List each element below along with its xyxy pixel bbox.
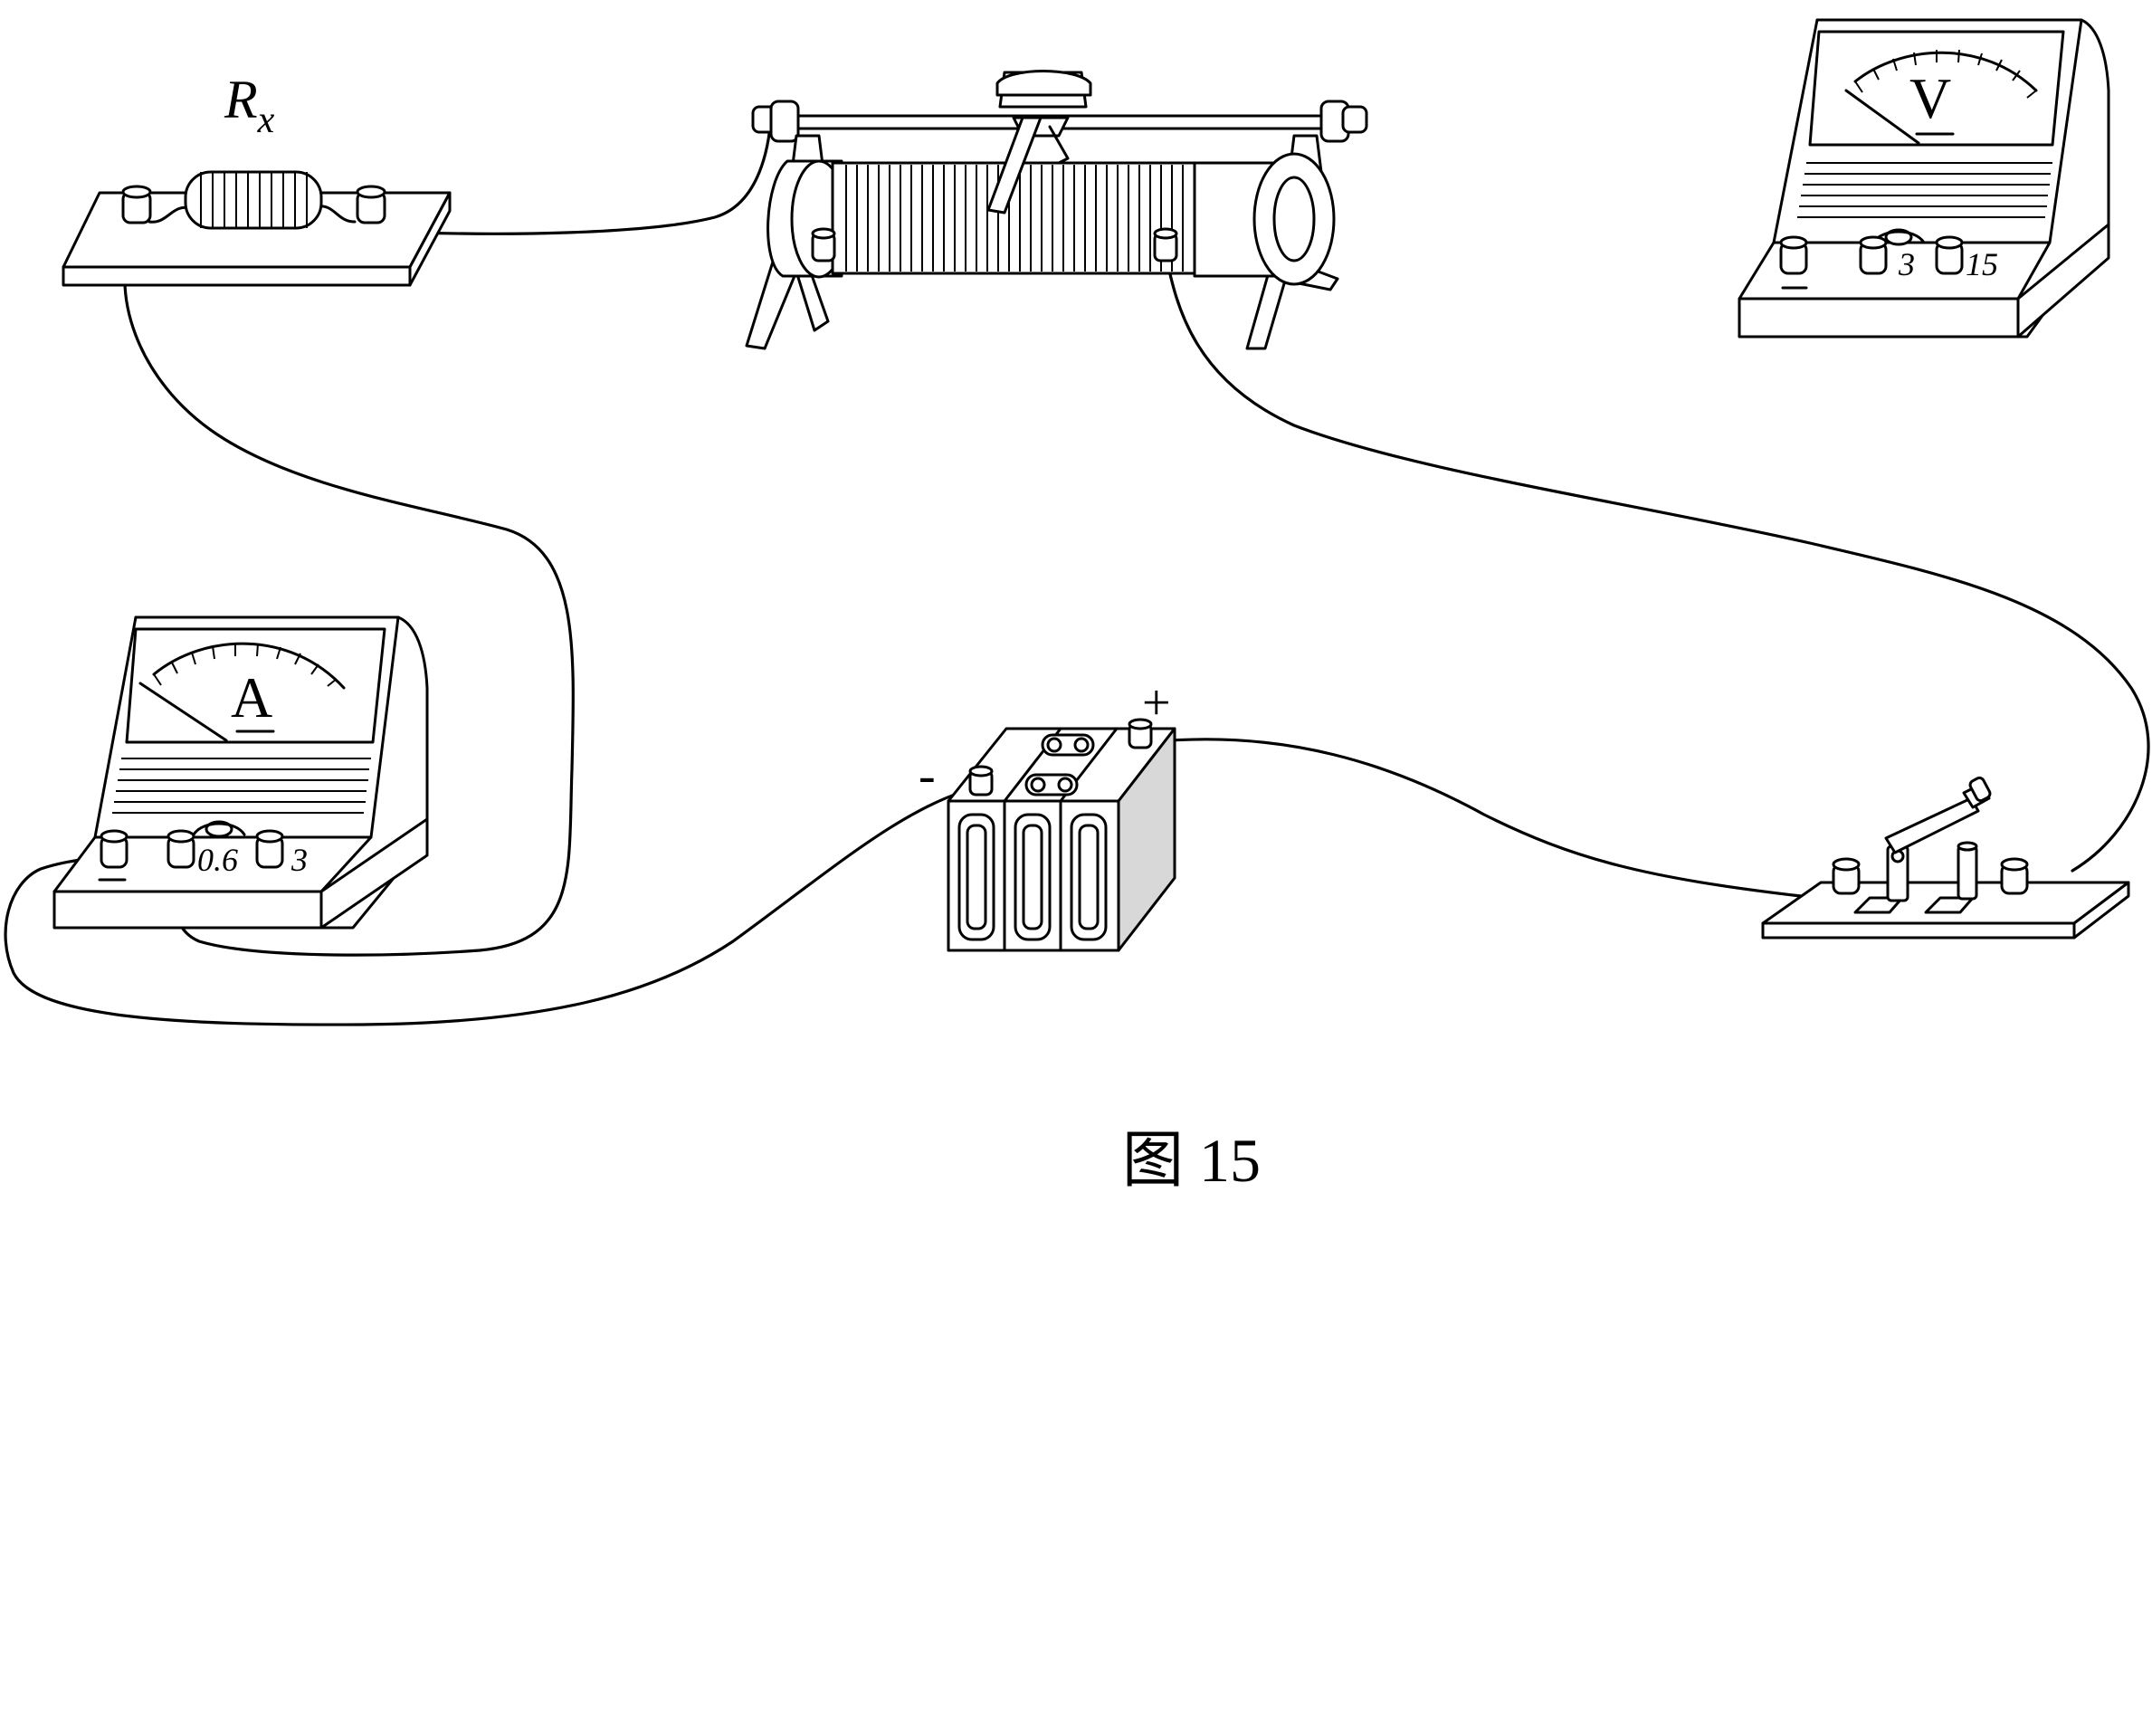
ammeter-terminal-neg[interactable] [100,829,129,869]
wire-battery-to-ammeter-neg [4,786,979,1026]
switch-base-side [2072,881,2130,940]
ammeter-window [125,627,386,744]
rx-coil-body [184,170,323,230]
ammeter-base-side [319,817,429,930]
rheostat-top-terminal-right[interactable] [1319,100,1368,143]
voltmeter-face-stripes [1797,162,2052,218]
voltmeter-window [1808,30,2065,147]
voltmeter-base-front [1738,297,2020,339]
ammeter-terminal-06[interactable] [167,829,195,869]
ammeter-label-3: 3 [290,842,308,878]
battery-plus-label: + [1142,675,1171,731]
rheostat-bottom-terminal-right[interactable] [1153,227,1178,262]
switch-pivot-post [1886,844,1909,902]
resistor-rx: Rx [62,70,452,287]
wires [4,114,2150,1026]
voltmeter-terminal-15[interactable] [1935,235,1964,275]
switch-terminal-right[interactable] [2000,857,2029,895]
figure-caption: 图 15 [1122,1126,1261,1195]
switch-terminal-left[interactable] [1832,857,1861,895]
voltmeter-needle [1844,89,1920,145]
ammeter-zero-adjust[interactable] [192,820,246,838]
voltmeter-terminal-3[interactable] [1859,235,1888,275]
rheostat-ring-inner [1272,176,1316,262]
rx-label: Rx [224,70,275,141]
battery-cell-slots [957,813,1108,941]
ammeter-symbol: A [231,665,272,730]
wire-rx-to-ammeter-06 [123,232,575,957]
voltmeter-label-15: 15 [1966,246,1998,282]
battery: + - [919,675,1176,952]
voltmeter-terminal-neg[interactable] [1779,235,1808,275]
rheostat-slider[interactable] [986,70,1092,215]
knife-switch [1761,776,2130,940]
rheostat-bottom-terminal-left[interactable] [811,227,836,262]
rheostat-top-terminal-left[interactable] [751,100,800,143]
ammeter-face-stripes [112,758,371,814]
ammeter-base-front [52,890,323,930]
rx-coil-windings [200,172,308,228]
rx-terminal-right[interactable] [356,185,386,224]
switch-jaw-post [1957,841,1978,901]
wire-rx-to-rheostat [369,114,773,235]
voltmeter-scale-ticks [1854,49,2037,99]
wire-rheostat-to-switch [1164,252,2150,873]
switch-knife-blade[interactable] [1884,776,1992,854]
voltmeter-symbol: V [1909,66,1951,130]
battery-terminal-positive[interactable] [1128,718,1153,749]
switch-base-front [1761,921,2076,940]
rheostat [745,70,1368,350]
rx-board-side [408,191,452,287]
wire-battery-to-switch [1147,738,1803,898]
battery-top-connectors [1024,733,1095,796]
ammeter-needle [138,682,228,742]
battery-terminal-negative[interactable] [968,765,994,796]
ammeter-scale-arc [152,642,346,690]
battery-minus-label: - [919,748,936,804]
voltmeter-label-3: 3 [1898,246,1915,282]
voltmeter: V 3 15 [1738,18,2110,339]
voltmeter-base-side [2016,223,2110,339]
rx-board-front [62,265,412,287]
ammeter-label-06: 0.6 [197,842,238,878]
ammeter-scale-ticks [153,643,338,687]
rx-terminal-left[interactable] [121,185,152,224]
ammeter-terminal-3[interactable] [255,829,284,869]
ammeter: A 0.6 3 [52,615,429,930]
